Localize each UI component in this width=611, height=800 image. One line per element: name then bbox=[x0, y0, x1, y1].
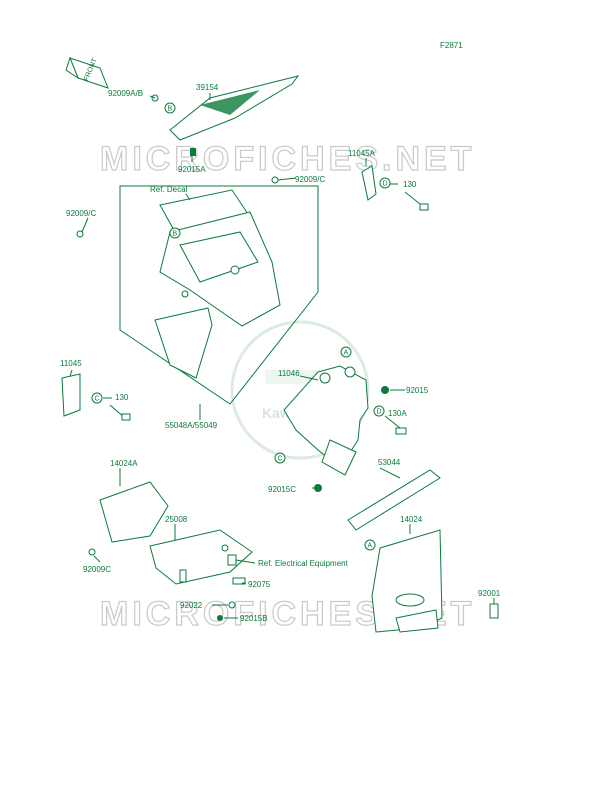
svg-text:D: D bbox=[377, 409, 382, 416]
label-25008: 25008 bbox=[165, 515, 188, 524]
bracket-25008 bbox=[149, 529, 253, 585]
label-92001: 92001 bbox=[478, 589, 501, 598]
cover-14024a bbox=[99, 481, 169, 543]
label-92015b: 92015B bbox=[240, 614, 268, 623]
label-130a: 130A bbox=[388, 409, 407, 418]
label-92009c-left: 92009/C bbox=[66, 209, 96, 218]
label-92022: 92022 bbox=[180, 601, 203, 610]
bolt-92001-icon bbox=[489, 603, 499, 619]
label-92075: 92075 bbox=[248, 580, 271, 589]
strip-53044 bbox=[347, 469, 441, 531]
label-53044: 53044 bbox=[378, 458, 401, 467]
label-39154: 39154 bbox=[196, 83, 219, 92]
callout-c-circle bbox=[274, 452, 286, 464]
washer-92022-icon bbox=[228, 601, 236, 609]
figure-code: F2871 bbox=[440, 41, 463, 50]
label-55048: 55048A/55049 bbox=[165, 421, 218, 430]
svg-text:C: C bbox=[278, 456, 283, 463]
label-14024a: 14024A bbox=[110, 459, 138, 468]
label-130-left: 130 bbox=[115, 393, 129, 402]
label-130-top: 130 bbox=[403, 180, 417, 189]
label-11045a: 11045A bbox=[348, 149, 376, 158]
front-arrow-icon: FRONT bbox=[65, 56, 109, 89]
nut-92015-icon bbox=[381, 386, 389, 394]
callout-b-circle bbox=[164, 102, 176, 114]
screw-92009c-top-icon bbox=[271, 176, 279, 184]
clip-92015a-icon bbox=[190, 148, 196, 156]
label-92015: 92015 bbox=[406, 386, 429, 395]
label-92009c-top: 92009/C bbox=[295, 175, 325, 184]
leader-lines bbox=[69, 93, 495, 619]
svg-text:A: A bbox=[368, 543, 373, 550]
label-92015a: 92015A bbox=[178, 165, 206, 174]
windscreen-39154 bbox=[169, 75, 300, 141]
callout-b-circle-2 bbox=[169, 227, 181, 239]
part-labels: 92009A/B 39154 92015A 11045A 130 92009/C… bbox=[60, 83, 501, 623]
screw-92009c-left-icon bbox=[76, 230, 84, 238]
label-92015c: 92015C bbox=[268, 485, 296, 494]
label-92009ab: 92009A/B bbox=[108, 89, 143, 98]
callout-a-circle-2 bbox=[364, 539, 376, 551]
label-ref-decal: Ref. Decal bbox=[150, 185, 188, 194]
bolt-130a-icon bbox=[395, 427, 407, 435]
cowl-group-outline bbox=[119, 185, 319, 405]
callout-d-circle bbox=[373, 405, 385, 417]
svg-text:B: B bbox=[168, 106, 173, 113]
cover-14024 bbox=[371, 529, 443, 633]
bracket-11046 bbox=[283, 365, 369, 476]
callout-a-circle bbox=[340, 346, 352, 358]
watermark-top: MICROFICHES.NET bbox=[100, 140, 475, 178]
label-11046: 11046 bbox=[278, 369, 300, 378]
bracket-11045: C bbox=[61, 373, 131, 421]
bracket-11045a: D bbox=[361, 165, 429, 211]
svg-text:D: D bbox=[383, 181, 388, 188]
label-92009c-bottom: 92009C bbox=[83, 565, 111, 574]
label-ref-electrical: Ref. Electrical Equipment bbox=[258, 559, 349, 568]
nut-92015b-icon bbox=[217, 615, 223, 621]
screw-92009c-bottom-icon bbox=[88, 548, 96, 556]
svg-text:B: B bbox=[173, 231, 178, 238]
svg-text:A: A bbox=[344, 350, 349, 357]
grommet-92075-icon bbox=[232, 577, 246, 585]
label-11045: 11045 bbox=[60, 359, 82, 368]
label-14024: 14024 bbox=[400, 515, 423, 524]
svg-text:C: C bbox=[95, 396, 100, 403]
cowl-assembly bbox=[154, 189, 281, 379]
